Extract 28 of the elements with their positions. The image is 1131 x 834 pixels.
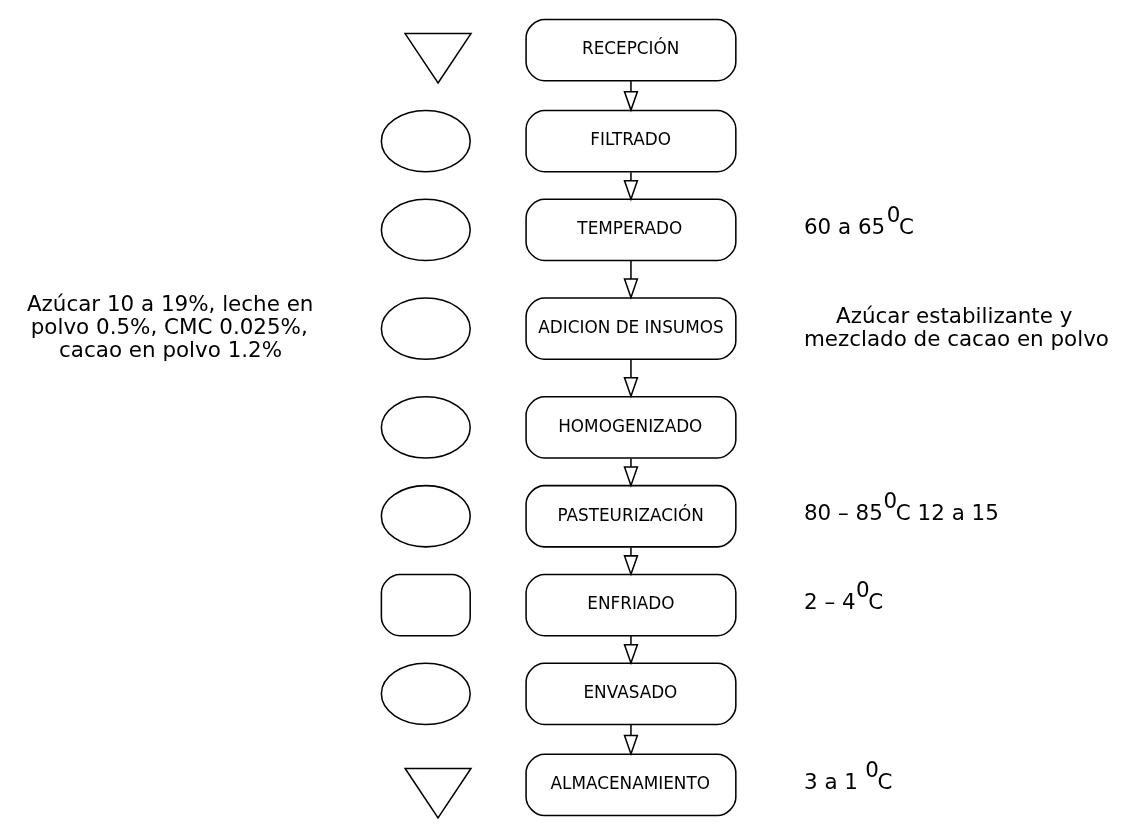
node-triangle <box>403 767 473 819</box>
node-circle <box>380 484 471 548</box>
node-box: ENVASADO <box>525 661 737 725</box>
node-box: ALMACENAMIENTO <box>525 753 737 816</box>
node-delay <box>380 573 471 636</box>
node-box: HOMOGENIZADO <box>525 395 737 459</box>
arrow <box>623 358 639 398</box>
arrow <box>623 170 639 201</box>
arrow <box>623 546 639 577</box>
node-circle <box>380 198 471 261</box>
node-circle <box>380 109 471 173</box>
node-box: FILTRADO <box>525 109 737 173</box>
node-circle <box>380 661 471 725</box>
node-box: PASTEURIZACIÓN <box>525 484 737 548</box>
node-label: Azúcar estabilizante y mezclado de cacao en polvo <box>803 302 1109 351</box>
node-box: RECEPCIÓN <box>525 18 737 81</box>
arrow <box>623 457 639 488</box>
node-triangle <box>403 32 473 84</box>
arrow <box>623 259 639 300</box>
arrow <box>623 79 639 112</box>
node-box: ADICION DE INSUMOS <box>525 296 737 360</box>
label: Azúcar 10 a 19%, leche en polvo 0.5%, CMC 0.025%, cacao en polvo 1.2% <box>26 290 314 362</box>
node-box: ENFRIADO <box>525 573 737 636</box>
node-box: TEMPERADO <box>525 198 737 261</box>
arrow <box>623 634 639 665</box>
node-circle <box>380 296 471 360</box>
node-circle <box>380 395 471 459</box>
arrow <box>623 723 639 756</box>
